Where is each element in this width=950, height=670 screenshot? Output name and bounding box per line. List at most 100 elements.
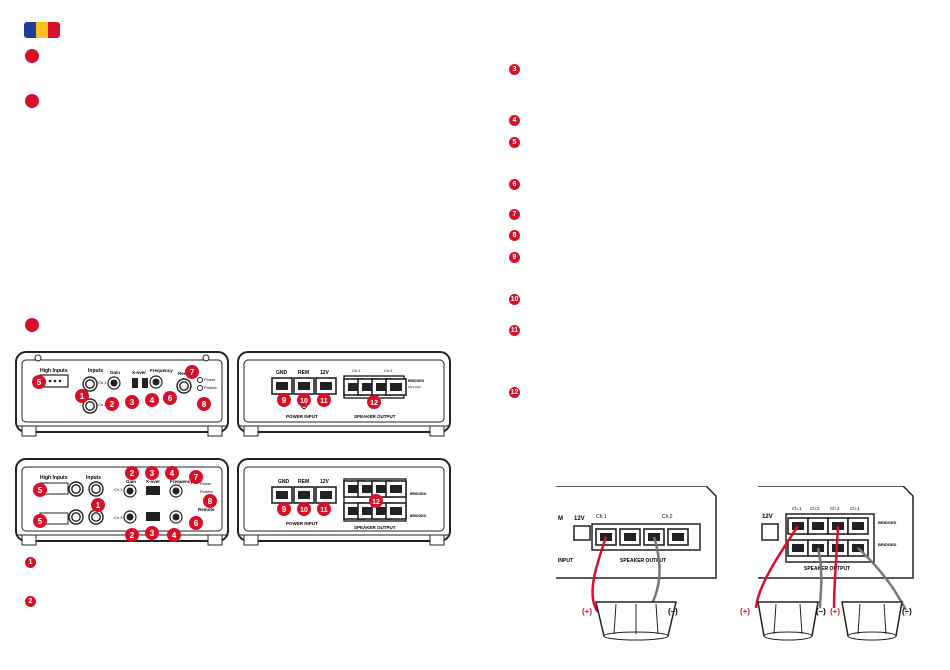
ch1-out-label: Ch.1 [352,368,361,373]
minus-terminal-label: (–) [668,607,678,616]
minus-right-label: (–) [902,607,912,616]
svg-text:9: 9 [282,396,287,405]
rem-label: REM [298,370,309,376]
wiring-diagram-4ch-bridged: 12V Ch.1 Ch.2 Ch.3 Ch.4 BRIDGED BRIDGED … [740,486,914,641]
gain-label: Gain [110,370,120,375]
svg-text:11: 11 [320,507,328,514]
badge-2-upper: 2 [125,466,139,480]
amp-4ch-rear-panel: GND REM 12V POWER INPUT BRIDGED BRIDGED … [237,458,451,546]
badge-11-4ch: 11 [317,502,331,516]
frequency-label: Frequency [150,368,173,373]
protect-led-label-4ch: Protect [200,489,214,494]
badge-8: 8 [197,397,211,411]
svg-text:6: 6 [194,519,199,528]
ch2-wiring-label: Ch.2 [662,514,673,520]
svg-text:10: 10 [300,398,308,405]
bridged-label-4ch-1: BRIDGED [410,492,427,496]
svg-text:2: 2 [110,400,115,409]
svg-text:7: 7 [194,473,199,482]
badge-12: 12 [367,395,381,409]
badge-7-4ch: 7 [189,470,203,484]
amp-2ch-rear-panel: GND REM 12V POWER INPUT Ch.1 Ch.2 BRIDGE… [237,351,451,437]
ch2-4ch-wiring-label: Ch.2 [810,506,820,511]
high-inputs-label: High Inputs [40,368,68,374]
svg-text:3: 3 [150,469,155,478]
item-number-12: 12 [509,387,520,398]
xover-label-4ch: X-over [146,479,160,484]
badge-4-upper: 4 [165,466,179,480]
item-number-1: 1 [25,557,36,568]
ch3-label-4ch: Ch.3 [114,515,123,520]
badge-4: 4 [145,393,159,407]
amp-2ch-front-panel: High Inputs Inputs Ch.1 Ch.2 Gain X-over… [15,351,229,437]
12v-label: 12V [320,370,330,376]
badge-5-lower: 5 [33,514,47,528]
section-bullet-1 [25,49,39,63]
badge-5-upper: 5 [33,483,47,497]
m-fragment-label: M [558,516,563,522]
item-number-2: 2 [25,596,36,607]
svg-text:5: 5 [37,378,42,387]
bridged-label-4ch-2: BRIDGED [410,514,427,518]
svg-text:1: 1 [80,392,85,401]
svg-text:2: 2 [130,531,135,540]
12v-4ch-wiring-label: 12V [762,514,773,520]
badge-9: 9 [277,393,291,407]
power-input-label-4ch: POWER INPUT [286,521,318,526]
badge-3-lower: 3 [145,526,159,540]
inputs-label-4ch: Inputs [86,475,101,481]
ch1-4ch-wiring-label: Ch.1 [792,506,802,511]
gnd-label-4ch: GND [278,479,290,485]
plus-terminal-label: (+) [582,607,592,616]
badge-1: 1 [75,389,89,403]
flag-stripe-blue [24,22,36,38]
badge-12-4ch: 12 [369,494,383,508]
badge-2: 2 [105,397,119,411]
badge-7: 7 [185,365,199,379]
svg-text:4: 4 [170,469,175,478]
svg-text:12: 12 [370,400,378,407]
badge-6-4ch: 6 [189,516,203,530]
svg-text:3: 3 [150,529,155,538]
svg-text:3: 3 [130,398,135,407]
inputs-label: Inputs [88,368,103,374]
svg-text:8: 8 [202,400,207,409]
badge-1-4ch: 1 [91,498,105,512]
bridged-4ch-wiring-label-1: BRIDGED [878,520,897,525]
speaker-output-wiring-label: SPEAKER OUTPUT [620,558,666,564]
item-number-4: 4 [509,115,520,126]
frequency-label-4ch: Frequency [170,479,193,484]
xover-label: X-over [132,370,146,375]
speaker-output-label: SPEAKER OUTPUT [354,414,396,419]
svg-text:5: 5 [38,486,43,495]
speaker-output-4ch-wiring-label: SPEAKER OUTPUT [804,566,850,572]
item-number-6: 6 [509,179,520,190]
protect-led-label: Protect [204,385,218,390]
input-fragment-label: INPUT [558,558,573,564]
ch1-label: Ch.1 [98,380,107,385]
ch1-wiring-label: Ch.1 [596,514,607,520]
flag-stripe-red [48,22,60,38]
speaker-output-label-4ch: SPEAKER OUTPUT [354,525,396,530]
item-number-11: 11 [509,325,520,336]
badge-3-upper: 3 [145,466,159,480]
svg-text:1: 1 [96,501,101,510]
ch2-label: Ch.2 [98,402,107,407]
item-number-10: 10 [509,294,520,305]
badge-8-4ch: 8 [203,494,217,508]
section-bullet-3 [25,318,39,332]
badge-6: 6 [163,391,177,405]
power-input-label: POWER INPUT [286,414,318,419]
badge-2-lower: 2 [125,528,139,542]
svg-text:6: 6 [168,394,173,403]
power-led-label-4ch: Power [200,481,212,486]
ch3-4ch-wiring-label: Ch.3 [830,506,840,511]
svg-text:11: 11 [320,398,328,405]
badge-3: 3 [125,395,139,409]
12v-fragment-label: 12V [574,516,585,522]
svg-text:10: 10 [300,507,308,514]
gain-label-4ch: Gain [126,479,136,484]
item-number-9: 9 [509,252,520,263]
remote-label-4ch: Remote [198,507,215,512]
svg-text:7: 7 [190,368,195,377]
